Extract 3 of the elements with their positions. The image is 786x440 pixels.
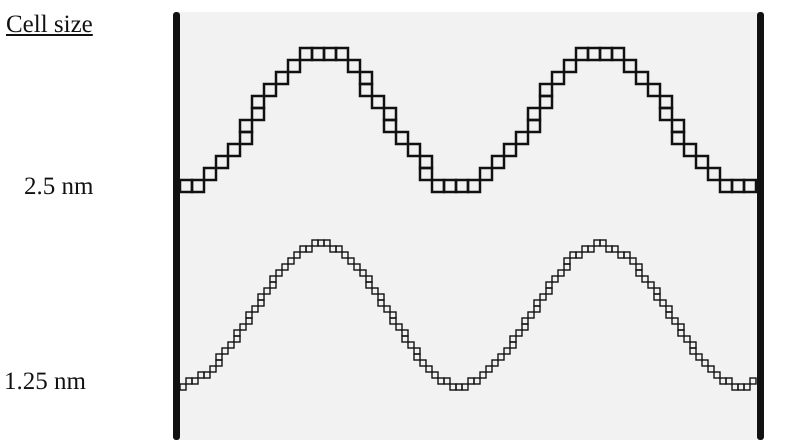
column-heading: Cell size bbox=[6, 10, 93, 40]
cell-size-label: 2.5 nm bbox=[24, 172, 94, 202]
cell-size-label: 1.25 nm bbox=[4, 367, 86, 397]
